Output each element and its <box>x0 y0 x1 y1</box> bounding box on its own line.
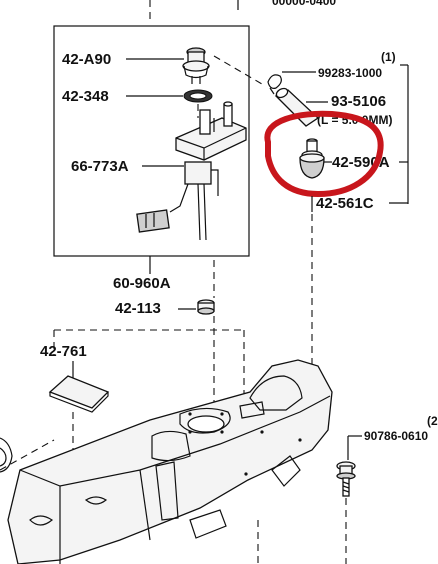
label-qty-2: (2 <box>427 414 438 428</box>
label-42-761: 42-761 <box>40 343 87 360</box>
part-42-348-seal-ring <box>183 89 213 103</box>
label-42-348: 42-348 <box>62 88 109 105</box>
part-42-113-grommet <box>197 299 215 315</box>
label-66-773a: 66-773A <box>71 158 129 175</box>
label-top-fragment: 00000-0400 <box>272 0 336 8</box>
part-42-761-pad <box>48 375 110 409</box>
part-42-590a-valve <box>299 138 325 179</box>
label-93-5106: 93-5106 <box>331 93 386 110</box>
part-left-edge-partial <box>0 437 13 473</box>
label-42-a90: 42-A90 <box>62 51 111 68</box>
part-99283-1000-clip <box>267 74 282 95</box>
label-42-561c: 42-561C <box>316 195 374 212</box>
part-90786-0610-bolt <box>336 461 356 497</box>
part-42-a90-cap <box>182 47 210 84</box>
pad-edge <box>49 392 109 413</box>
label-42-113: 42-113 <box>115 300 161 317</box>
pump-assembly-box <box>53 25 250 257</box>
dash-left-guide <box>0 439 55 471</box>
part-66-773a-pump-unit <box>136 101 247 241</box>
label-60-960a: 60-960A <box>113 275 171 292</box>
fuel-tank <box>7 359 333 564</box>
label-90786-0610: 90786-0610 <box>364 429 428 443</box>
dash-cap-to-hose <box>213 55 263 85</box>
highlight-circle <box>264 110 384 198</box>
label-99283-1000: 99283-1000 <box>318 66 382 80</box>
label-qty-1: (1) <box>381 50 396 64</box>
